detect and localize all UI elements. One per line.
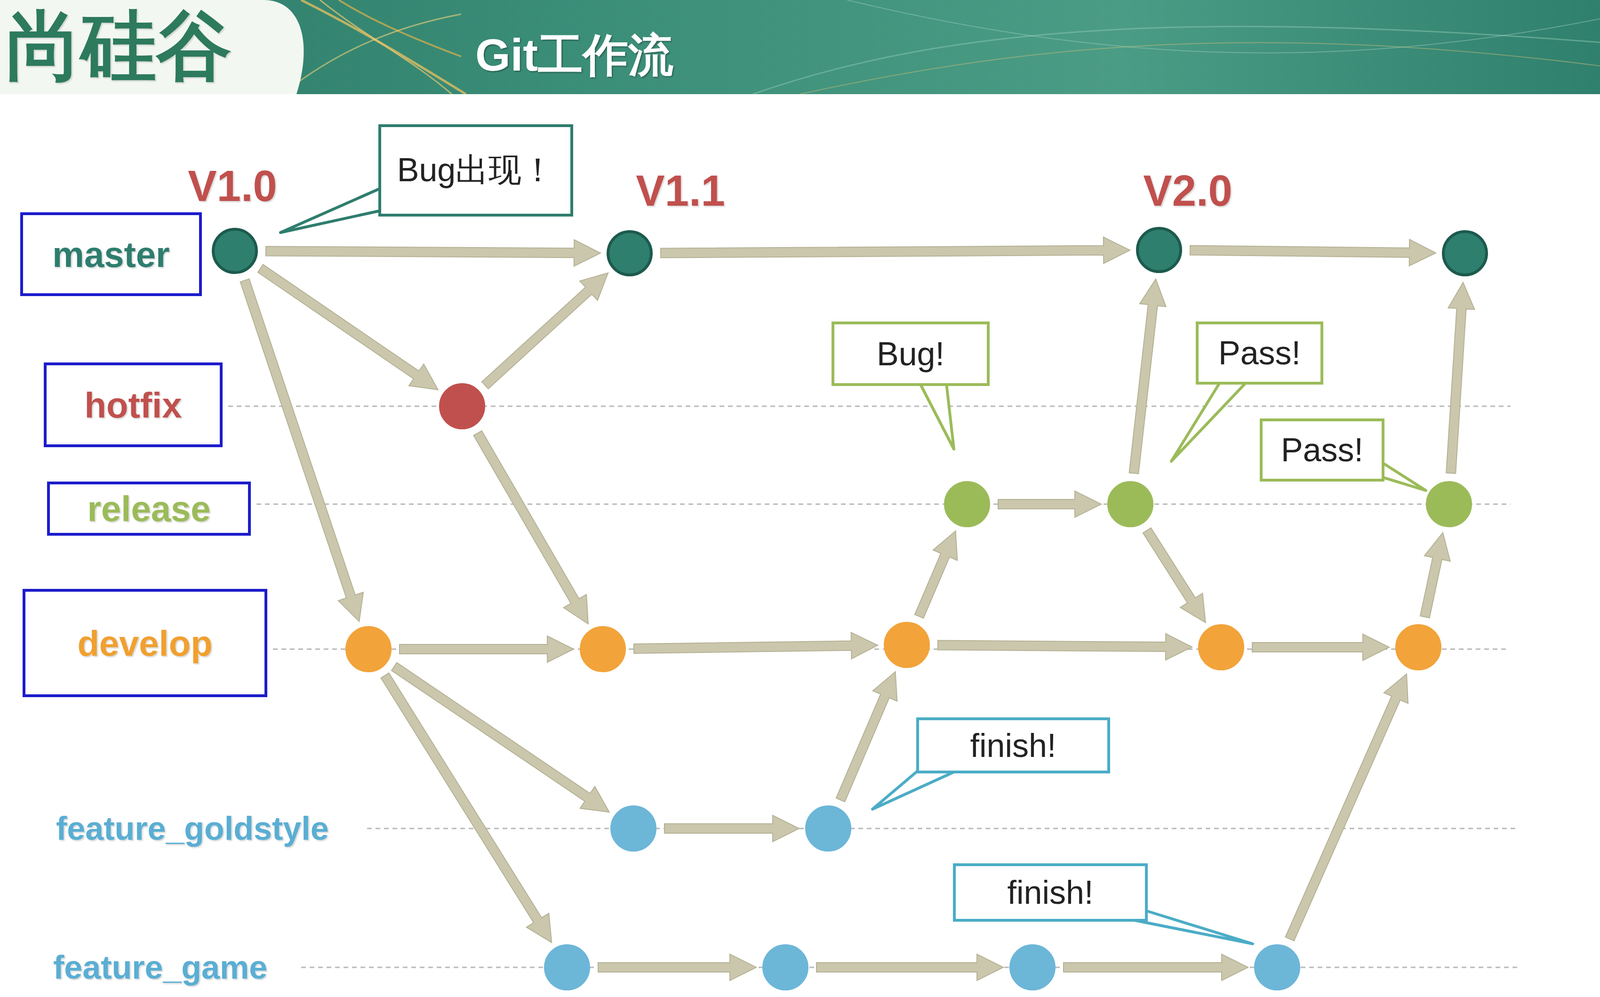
logo-text: 尚硅谷 <box>5 0 232 98</box>
arrow-group <box>240 237 1475 981</box>
branch-name: develop <box>77 622 213 664</box>
branch-box: hotfix <box>43 362 223 448</box>
flow-arrow <box>664 815 800 842</box>
callout-box: Bug出现！ <box>378 124 574 217</box>
flow-arrow <box>598 953 757 981</box>
callout-text: Bug! <box>876 335 945 373</box>
flow-arrow <box>914 530 958 618</box>
flow-arrow <box>633 632 878 659</box>
callout-box: Pass! <box>1259 418 1385 482</box>
flow-arrow <box>481 272 608 389</box>
callout-text: Bug出现！ <box>397 148 555 193</box>
flow-arrow <box>998 490 1102 518</box>
row-guide <box>228 406 1518 968</box>
flow-arrow <box>1285 673 1409 941</box>
version-tag: V1.1 <box>635 166 725 216</box>
branch-label: feature_game <box>53 948 268 986</box>
flow-arrow <box>1063 953 1248 981</box>
branch-box: master <box>20 212 202 296</box>
flow-arrow <box>1446 282 1475 474</box>
flow-arrow <box>399 635 574 663</box>
flow-arrow <box>265 239 601 266</box>
callout-tail <box>280 185 1426 944</box>
callout-box: Pass! <box>1195 321 1324 385</box>
branch-box: release <box>47 481 251 536</box>
flow-arrow <box>1129 279 1167 474</box>
callout-box: Bug! <box>831 321 990 386</box>
flow-arrow <box>816 953 1004 981</box>
flow-arrow <box>1143 527 1206 623</box>
callout-box: finish! <box>916 717 1111 774</box>
flow-arrow <box>937 633 1192 660</box>
commit-dots <box>213 228 1487 989</box>
callout-text: Pass! <box>1280 431 1364 469</box>
flow-arrow <box>240 278 364 622</box>
version-tag: V1.0 <box>187 161 277 211</box>
version-tag: V2.0 <box>1143 166 1232 216</box>
branch-box: develop <box>22 588 268 697</box>
flow-arrow <box>660 237 1130 264</box>
flow-arrow <box>1252 633 1390 661</box>
flow-arrow <box>473 430 589 624</box>
callout-text: finish! <box>1007 873 1094 912</box>
branch-name: release <box>87 488 211 529</box>
branch-name: master <box>52 233 170 275</box>
branch-name: hotfix <box>84 384 183 426</box>
callout-box: finish! <box>952 863 1148 922</box>
flow-arrow <box>836 671 898 802</box>
flow-arrow <box>381 672 552 943</box>
slide-title: Git工作流 <box>475 25 674 87</box>
callout-text: Pass! <box>1218 334 1301 372</box>
branch-label: feature_goldstyle <box>56 809 329 848</box>
flow-arrow <box>1420 532 1451 618</box>
callout-text: finish! <box>970 726 1057 765</box>
header-bar <box>0 0 1600 95</box>
flow-arrow <box>257 264 439 390</box>
flow-arrow <box>1190 239 1436 266</box>
